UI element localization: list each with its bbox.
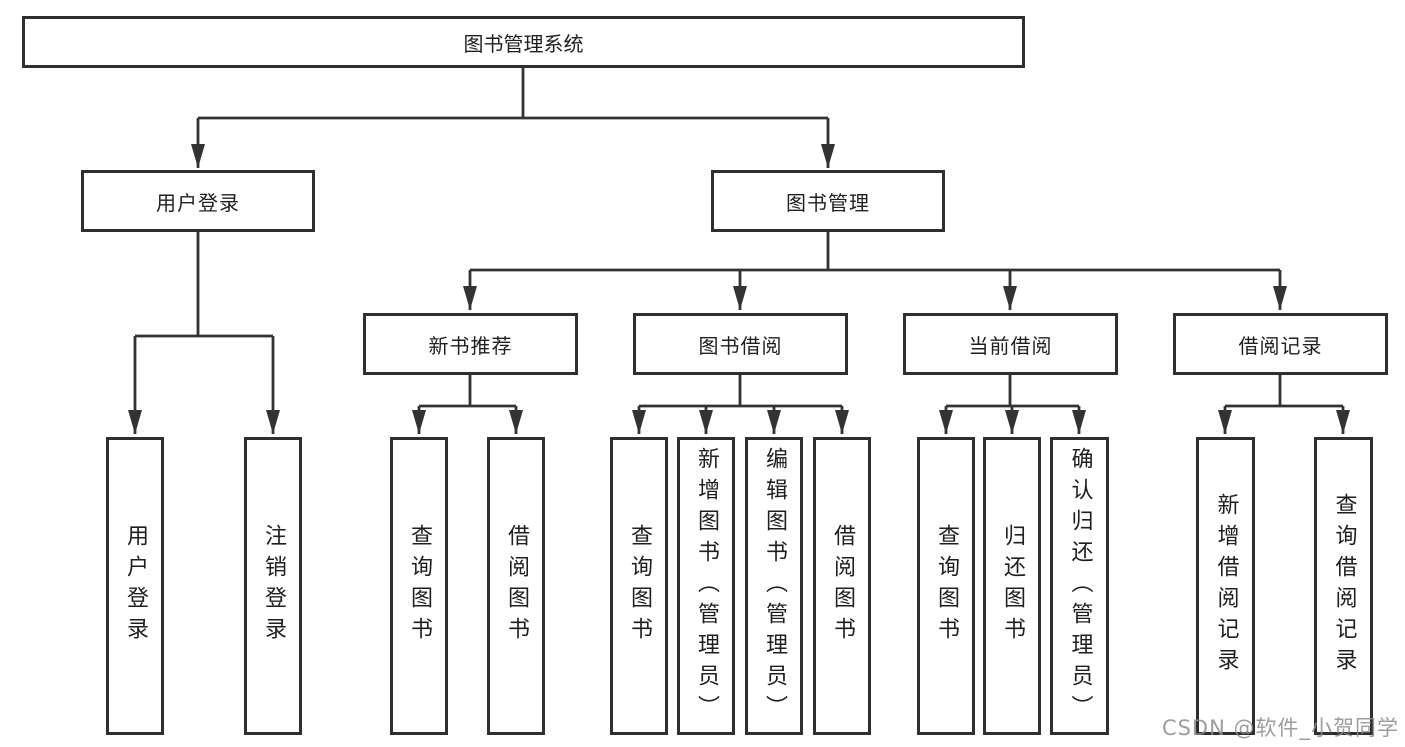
leaf-return-books: 归还图书 bbox=[983, 437, 1041, 735]
leaf-add-books-admin: 新增图书（管理员） bbox=[677, 437, 735, 735]
node-new-book-recommend: 新书推荐 bbox=[363, 313, 578, 375]
connector-currentborrow-to-leaves bbox=[939, 375, 1086, 434]
leaf-borrow-books: 借阅图书 bbox=[813, 437, 871, 735]
connector-userlogin-to-leaves bbox=[128, 232, 280, 434]
connector-root-to-level2 bbox=[191, 68, 835, 168]
node-label: 图书管理系统 bbox=[463, 31, 584, 56]
node-current-borrow: 当前借阅 bbox=[903, 313, 1118, 375]
connector-newbook-to-leaves bbox=[412, 375, 523, 434]
leaf-borrow-books: 借阅图书 bbox=[487, 437, 545, 735]
connector-borrowrecord-to-leaves bbox=[1218, 375, 1350, 434]
node-root-system: 图书管理系统 bbox=[22, 16, 1025, 68]
node-label: 查询图书 bbox=[407, 524, 432, 648]
node-label: 确认归还（管理员） bbox=[1067, 446, 1093, 726]
leaf-confirm-return-admin: 确认归还（管理员） bbox=[1050, 437, 1109, 735]
connector-bookmgmt-to-level3 bbox=[463, 232, 1287, 310]
node-label: 新增借阅记录 bbox=[1213, 493, 1239, 679]
leaf-query-borrow-record: 查询借阅记录 bbox=[1314, 437, 1373, 735]
leaf-add-borrow-record: 新增借阅记录 bbox=[1196, 437, 1255, 735]
node-label: 查询借阅记录 bbox=[1331, 493, 1357, 679]
connector-bookborrow-to-leaves bbox=[632, 375, 849, 434]
leaf-edit-books-admin: 编辑图书（管理员） bbox=[745, 437, 803, 735]
leaf-query-books: 查询图书 bbox=[917, 437, 975, 735]
node-label: 图书借阅 bbox=[698, 333, 783, 358]
node-label: 注销登录 bbox=[261, 524, 286, 648]
node-label: 查询图书 bbox=[627, 524, 652, 648]
leaf-logout: 注销登录 bbox=[244, 437, 302, 735]
node-label: 查询图书 bbox=[934, 524, 959, 648]
node-label: 借阅图书 bbox=[830, 524, 855, 648]
node-label: 当前借阅 bbox=[968, 333, 1053, 358]
node-label: 编辑图书（管理员） bbox=[762, 446, 787, 726]
node-label: 新书推荐 bbox=[428, 333, 513, 358]
node-label: 新增图书（管理员） bbox=[694, 446, 719, 726]
leaf-query-books: 查询图书 bbox=[610, 437, 668, 735]
node-borrow-record: 借阅记录 bbox=[1173, 313, 1388, 375]
node-user-login: 用户登录 bbox=[81, 170, 315, 232]
node-label: 归还图书 bbox=[1000, 524, 1025, 648]
leaf-query-books: 查询图书 bbox=[390, 437, 448, 735]
node-label: 借阅图书 bbox=[504, 524, 529, 648]
watermark: CSDN @软件_小贺同学 bbox=[1161, 716, 1399, 740]
node-label: 借阅记录 bbox=[1238, 333, 1323, 358]
node-label: 用户登录 bbox=[123, 524, 148, 648]
node-book-borrow: 图书借阅 bbox=[633, 313, 848, 375]
node-label: 图书管理 bbox=[786, 190, 870, 215]
node-book-management: 图书管理 bbox=[711, 170, 945, 232]
leaf-user-login: 用户登录 bbox=[106, 437, 164, 735]
node-label: 用户登录 bbox=[156, 190, 240, 215]
